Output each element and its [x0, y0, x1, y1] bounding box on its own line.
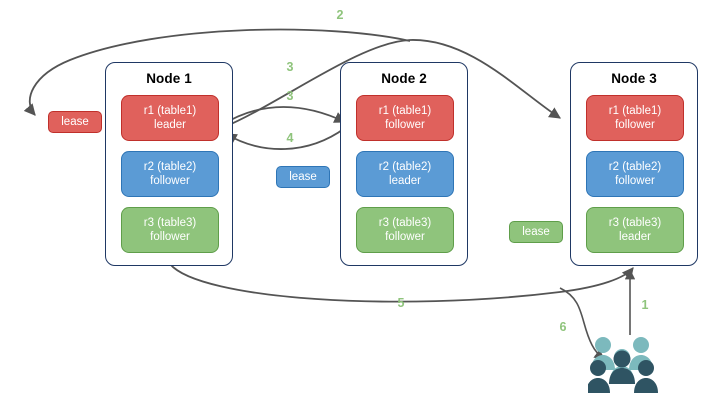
replica-name: r3 (table3)	[608, 216, 662, 229]
users-group-icon	[588, 337, 658, 393]
step-label-1: 1	[641, 298, 649, 312]
replica-name: r2 (table2)	[143, 160, 197, 173]
node-title: Node 3	[611, 71, 657, 86]
replica-role: leader	[389, 175, 421, 187]
replica-name: r2 (table2)	[378, 160, 432, 173]
replica-role: leader	[619, 231, 651, 243]
replica-name: r2 (table2)	[608, 160, 662, 173]
replica-name: r1 (table1)	[143, 104, 197, 117]
lease-label: lease	[61, 116, 89, 128]
lease-label: lease	[522, 226, 550, 238]
replica-node3-r3[interactable]: r3 (table3) leader	[586, 207, 684, 253]
step-label-2: 2	[336, 8, 344, 22]
step-label-6: 6	[559, 320, 567, 334]
replica-role: follower	[615, 175, 655, 187]
replica-role: follower	[150, 231, 190, 243]
replica-name: r3 (table3)	[143, 216, 197, 229]
replica-node1-r3[interactable]: r3 (table3) follower	[121, 207, 219, 253]
replica-role: follower	[385, 119, 425, 131]
replica-node1-r2[interactable]: r2 (table2) follower	[121, 151, 219, 197]
step-label-5: 5	[397, 296, 405, 310]
lease-label: lease	[289, 171, 317, 183]
replica-node2-r2[interactable]: r2 (table2) leader	[356, 151, 454, 197]
replica-node2-r1[interactable]: r1 (table1) follower	[356, 95, 454, 141]
lease-box-table3[interactable]: lease	[509, 221, 563, 243]
node-box-node1[interactable]: Node 1 r1 (table1) leader r2 (table2) fo…	[105, 62, 233, 266]
node-box-node2[interactable]: Node 2 r1 (table1) follower r2 (table2) …	[340, 62, 468, 266]
replica-node3-r2[interactable]: r2 (table2) follower	[586, 151, 684, 197]
node-title: Node 2	[381, 71, 427, 86]
replica-role: leader	[154, 119, 186, 131]
replica-role: follower	[385, 231, 425, 243]
node-title: Node 1	[146, 71, 192, 86]
step-label-3b: 3	[286, 89, 294, 103]
lease-box-table2[interactable]: lease	[276, 166, 330, 188]
replica-role: follower	[615, 119, 655, 131]
replica-node1-r1[interactable]: r1 (table1) leader	[121, 95, 219, 141]
replica-node2-r3[interactable]: r3 (table3) follower	[356, 207, 454, 253]
step-label-4: 4	[286, 131, 294, 145]
replica-node3-r1[interactable]: r1 (table1) follower	[586, 95, 684, 141]
arrow-3b-path	[221, 106, 347, 126]
replica-name: r3 (table3)	[378, 216, 432, 229]
node-box-node3[interactable]: Node 3 r1 (table1) follower r2 (table2) …	[570, 62, 698, 266]
lease-box-table1[interactable]: lease	[48, 111, 102, 133]
replica-name: r1 (table1)	[378, 104, 432, 117]
replica-name: r1 (table1)	[608, 104, 662, 117]
step-label-3a: 3	[286, 60, 294, 74]
replica-role: follower	[150, 175, 190, 187]
